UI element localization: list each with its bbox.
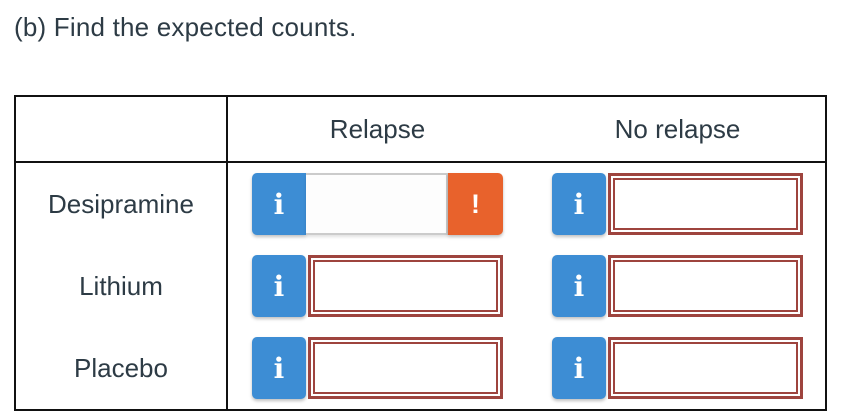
answer-group-desipramine-relapse: i ! — [252, 173, 503, 235]
expected-counts-table: Relapse No relapse Desipramine i ! i Lit… — [14, 95, 827, 411]
info-icon: i — [573, 351, 585, 385]
highlighted-answer-box — [608, 255, 803, 317]
info-icon: i — [573, 269, 585, 303]
info-button[interactable]: i — [252, 173, 306, 235]
answer-group-desipramine-no-relapse: i — [552, 173, 803, 235]
answer-group-lithium-relapse: i — [252, 255, 503, 317]
info-icon: i — [273, 351, 285, 385]
answer-input-desipramine-relapse[interactable] — [306, 173, 448, 235]
answer-input-placebo-no-relapse[interactable] — [613, 342, 798, 394]
row-label-desipramine: Desipramine — [16, 163, 228, 245]
info-button[interactable]: i — [252, 255, 306, 317]
answer-group-placebo-relapse: i — [252, 337, 503, 399]
column-header-relapse: Relapse — [329, 113, 426, 144]
row-label-placebo: Placebo — [16, 327, 228, 409]
column-header-no-relapse: No relapse — [614, 113, 741, 144]
highlighted-answer-box — [608, 337, 803, 399]
info-button[interactable]: i — [552, 255, 606, 317]
highlighted-answer-box — [308, 337, 503, 399]
warning-icon: ! — [471, 188, 480, 219]
row-placebo-cells: i i — [228, 327, 825, 409]
table-corner-cell — [16, 97, 228, 163]
info-button[interactable]: i — [552, 337, 606, 399]
row-desipramine-cells: i ! i — [228, 163, 825, 245]
table-header-row: Relapse No relapse — [228, 97, 825, 163]
answer-input-placebo-relapse[interactable] — [313, 342, 498, 394]
row-lithium-cells: i i — [228, 245, 825, 327]
highlighted-answer-box — [608, 173, 803, 235]
info-button[interactable]: i — [252, 337, 306, 399]
answer-group-placebo-no-relapse: i — [552, 337, 803, 399]
answer-input-desipramine-no-relapse[interactable] — [613, 178, 798, 230]
answer-input-lithium-no-relapse[interactable] — [613, 260, 798, 312]
info-button[interactable]: i — [552, 173, 606, 235]
info-icon: i — [573, 187, 585, 221]
row-label-lithium: Lithium — [16, 245, 228, 327]
info-icon: i — [273, 269, 285, 303]
warning-button[interactable]: ! — [448, 173, 503, 235]
answer-input-lithium-relapse[interactable] — [313, 260, 498, 312]
answer-group-lithium-no-relapse: i — [552, 255, 803, 317]
highlighted-answer-box — [308, 255, 503, 317]
page-title: (b) Find the expected counts. — [14, 12, 357, 42]
info-icon: i — [273, 187, 285, 221]
